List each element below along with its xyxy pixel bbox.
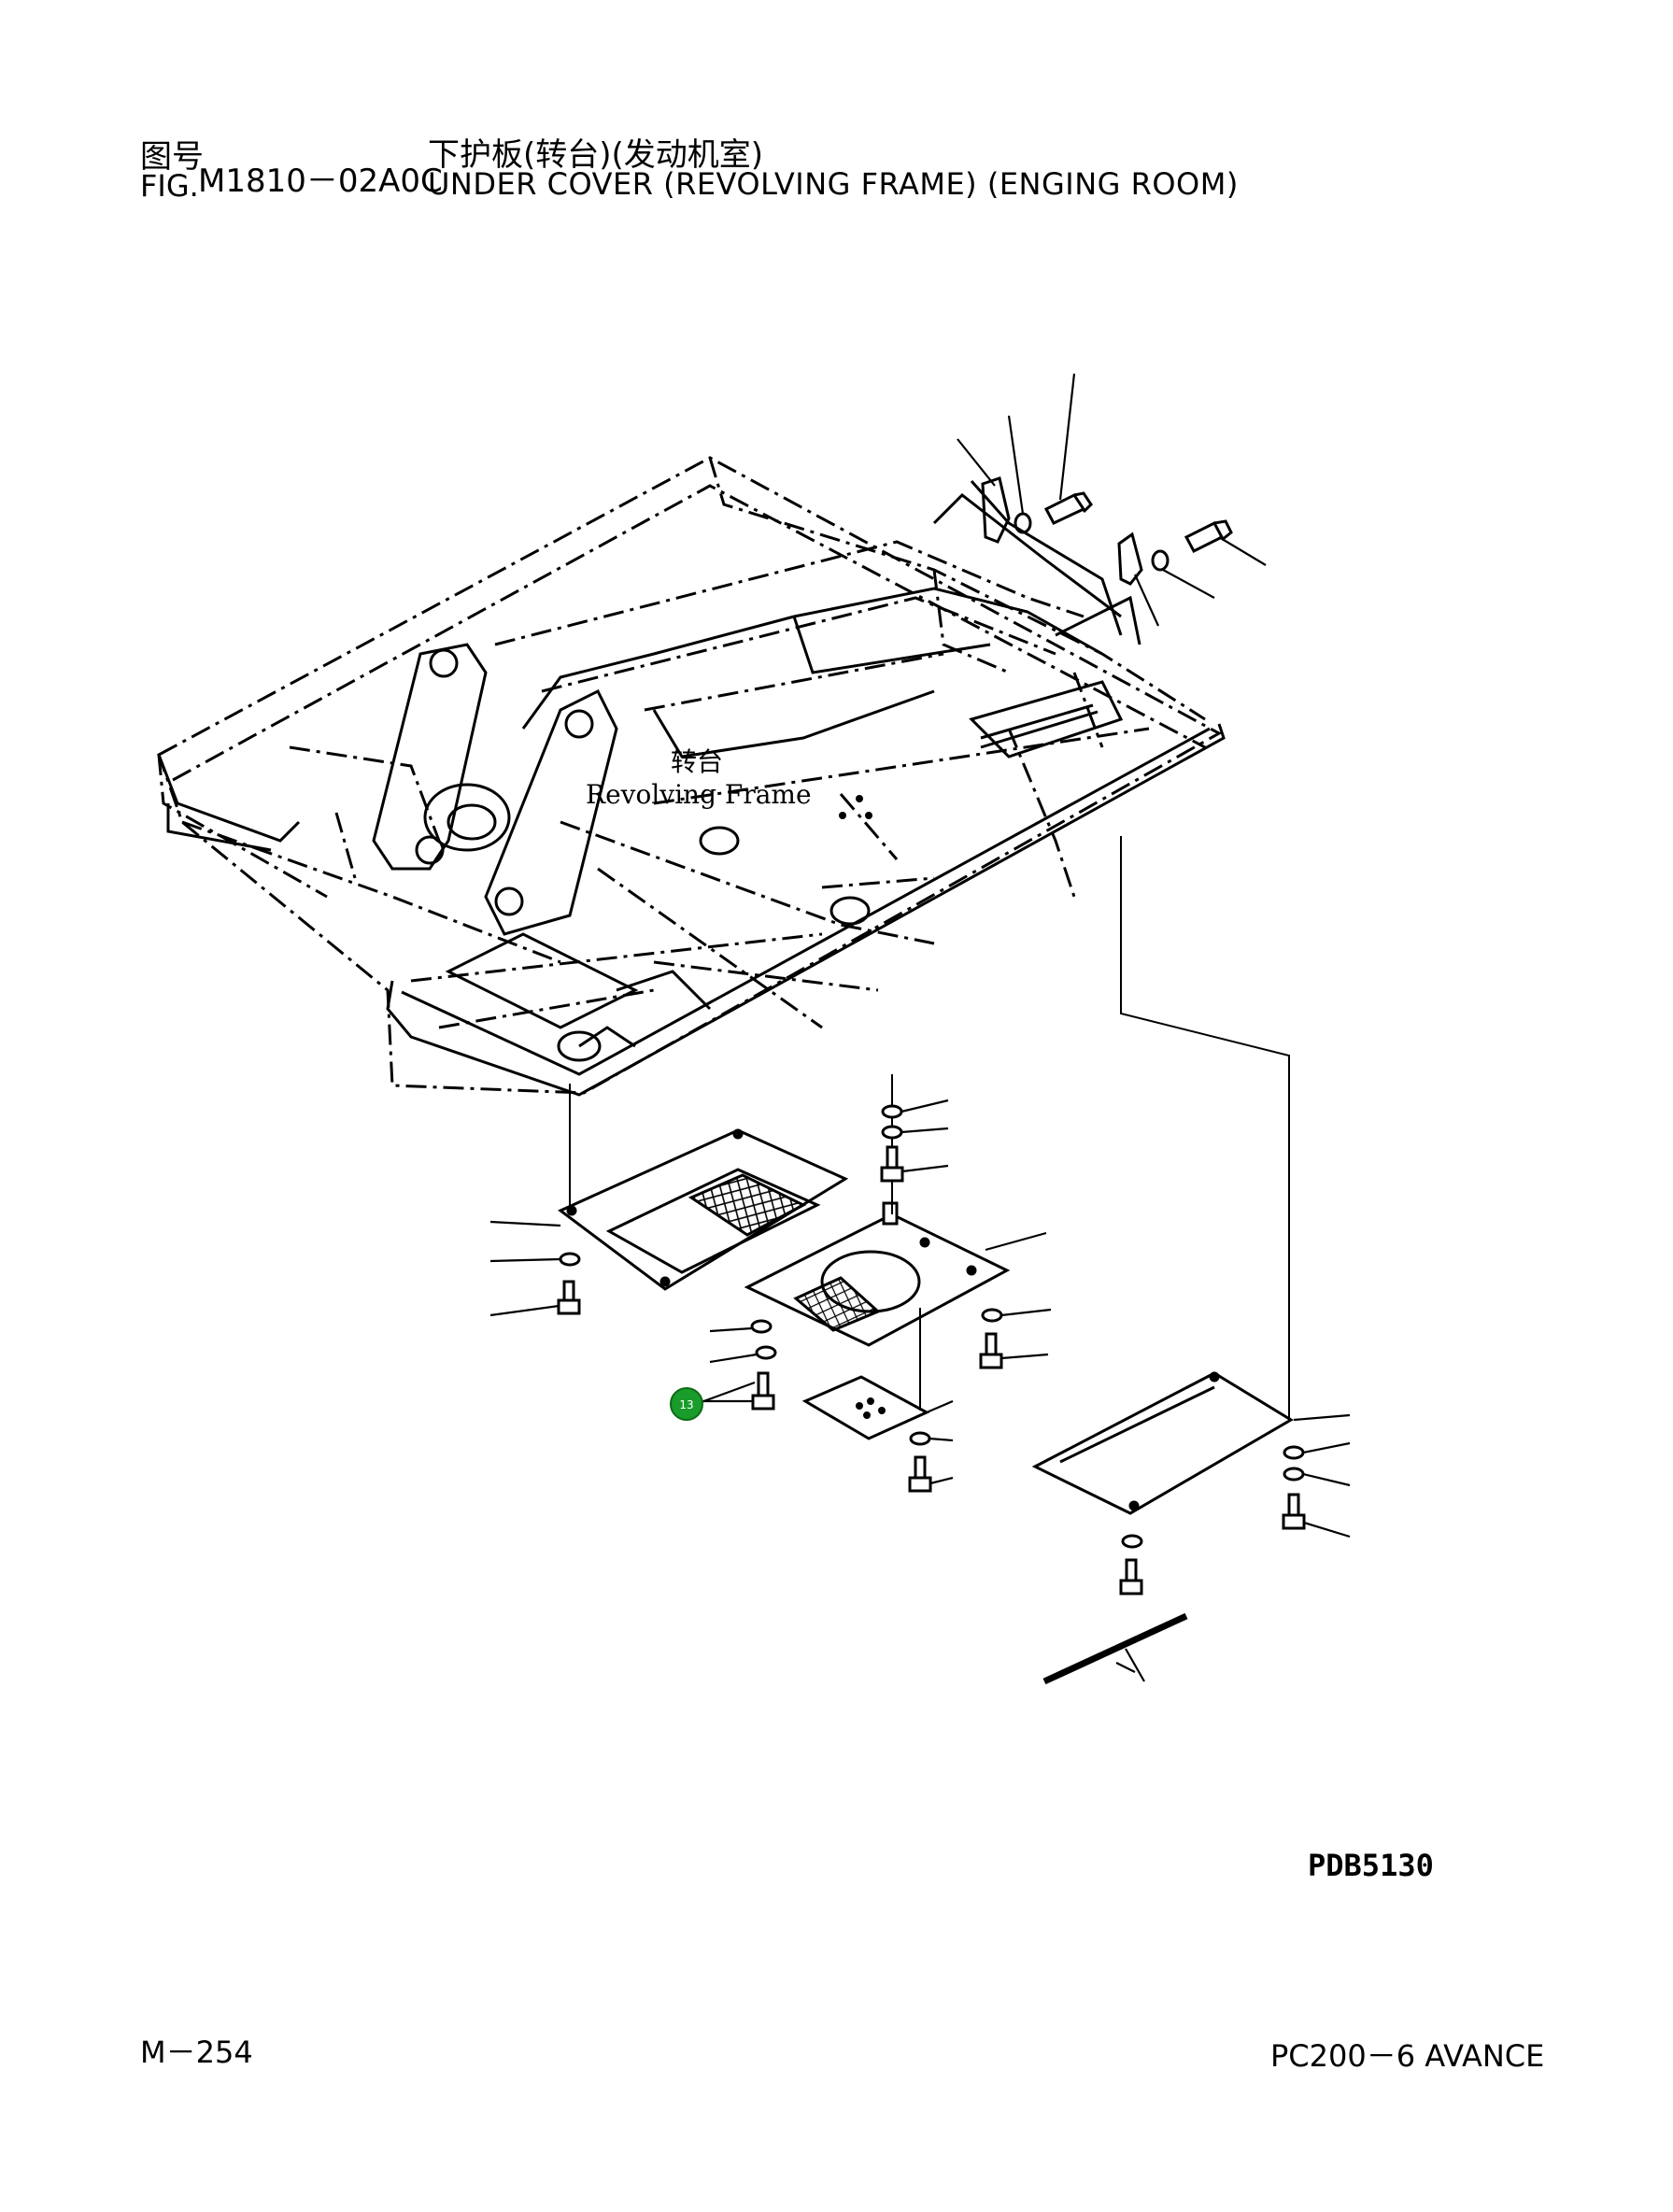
assembly-guide-lines	[569, 836, 1290, 1420]
drawing-code: PDB5130	[1308, 1848, 1434, 1883]
frame-label-cn: 转台	[671, 746, 723, 777]
fig-number: M1810－02A0C	[198, 163, 443, 200]
fig-label-en: FIG.	[140, 168, 199, 204]
rubber-strip	[1042, 1612, 1188, 1685]
page-number: M－254	[140, 2035, 253, 2070]
rear-leader-lines	[957, 373, 1267, 627]
frame-label-en: Revolving Frame	[586, 779, 812, 810]
model-name: PC200－6 AVANCE	[1270, 2038, 1545, 2074]
under-cover-plate-3	[801, 1375, 930, 1440]
bolts-and-washers	[557, 1104, 1306, 1595]
under-cover-plate-1	[558, 1128, 849, 1291]
callout-number: 13	[679, 1398, 693, 1411]
title-cn: 下护板(转台)(发动机室)	[428, 136, 764, 174]
part-leader-lines	[489, 1099, 1351, 1682]
callout-circle[interactable]	[670, 1387, 703, 1421]
callout-marker-13[interactable]: 13	[670, 1381, 756, 1421]
fig-label-cn: 图号	[140, 138, 204, 176]
revolving-frame	[157, 456, 1223, 1095]
under-cover-plate-2	[744, 1201, 1011, 1347]
title-en: UNDER COVER (REVOLVING FRAME) (ENGING RO…	[428, 166, 1239, 202]
under-cover-plate-4	[1031, 1371, 1294, 1515]
frame-solid-edges	[157, 480, 1226, 1097]
frame-holes	[839, 795, 872, 819]
